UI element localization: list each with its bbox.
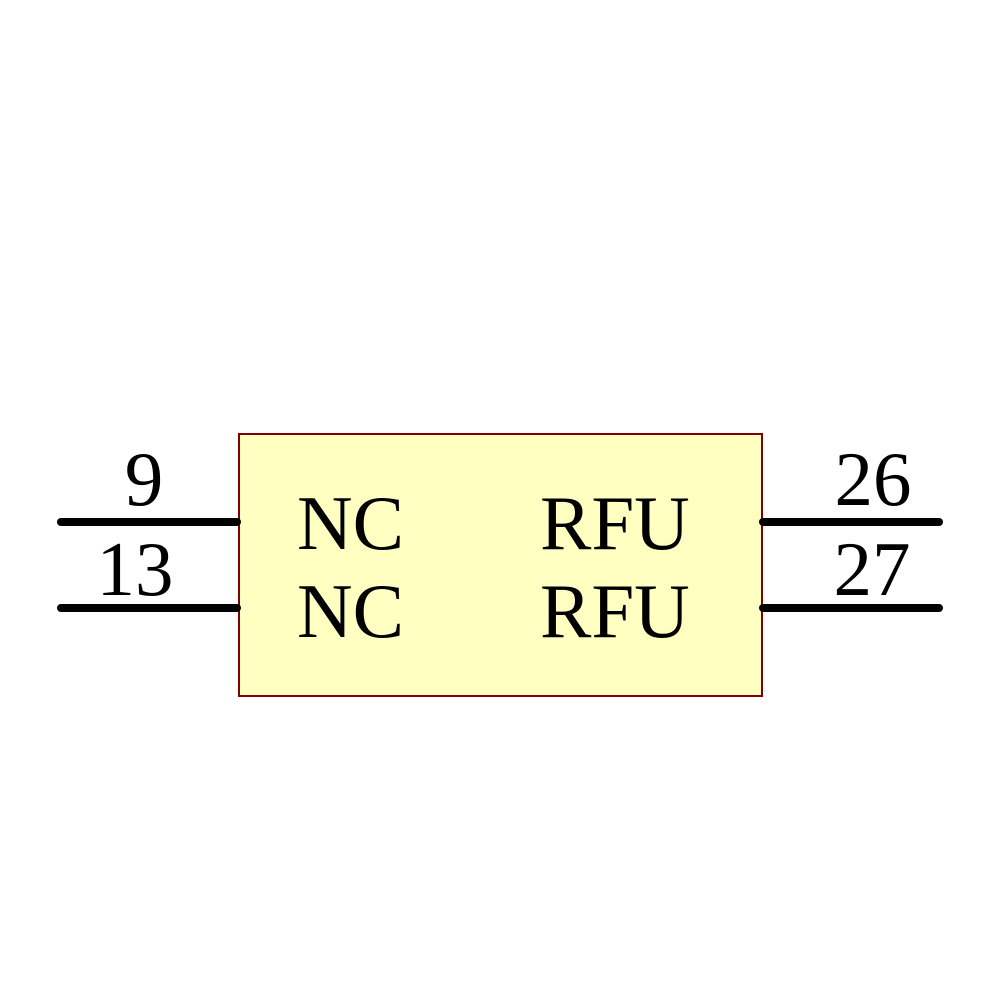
component-body[interactable] [238, 433, 763, 697]
pin-number-right-1: 26 [834, 436, 912, 522]
pin-line-right-2[interactable] [759, 604, 943, 612]
pin-name-right-1: RFU [540, 480, 690, 566]
pin-number-right-2: 27 [833, 526, 911, 612]
pin-name-left-2: NC [297, 568, 404, 654]
pin-line-left-1[interactable] [57, 518, 241, 526]
pin-name-right-2: RFU [540, 568, 690, 654]
pin-number-left-2: 13 [96, 526, 174, 612]
pin-line-left-2[interactable] [57, 604, 241, 612]
pin-number-left-1: 9 [124, 436, 164, 522]
pin-line-right-1[interactable] [759, 518, 943, 526]
pin-name-left-1: NC [297, 480, 404, 566]
